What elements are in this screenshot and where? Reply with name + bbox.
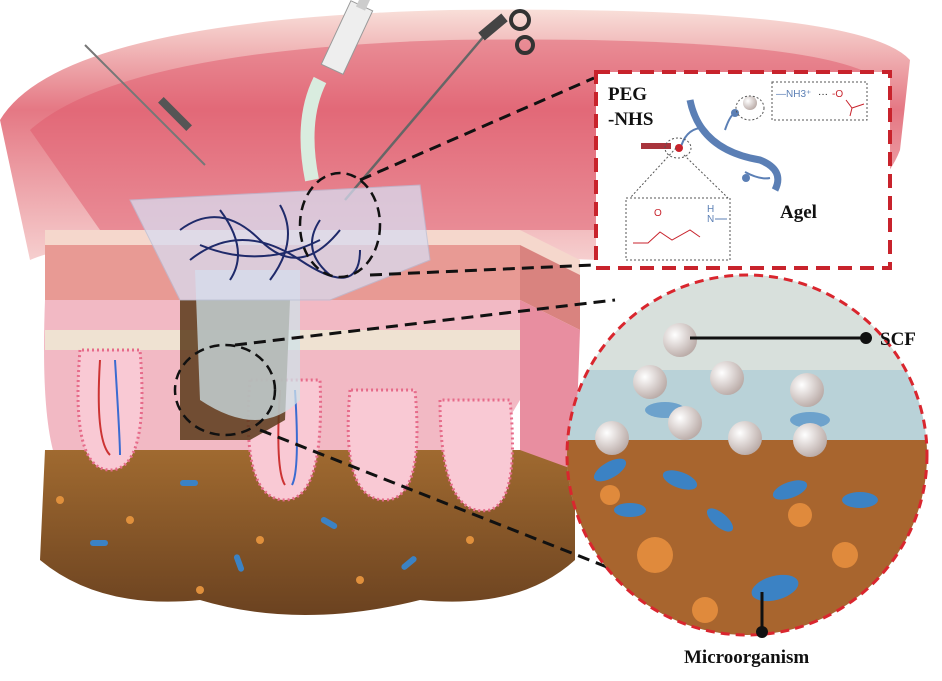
chemistry-inset: PEG -NHS Agel —NH3⁺ ··· -O O H N xyxy=(594,70,892,270)
zoom-region-gel xyxy=(298,171,382,279)
label-agel: Agel xyxy=(780,202,817,223)
grasper-handle-icon xyxy=(478,9,535,55)
oxygen-label: O xyxy=(654,208,662,219)
scf-particles xyxy=(595,323,827,457)
scf-pointer xyxy=(690,332,872,344)
scf-particle-inset xyxy=(743,96,757,110)
microorganisms-orange xyxy=(586,485,858,623)
grasper-instrument-right xyxy=(344,34,486,201)
label-scf: SCF xyxy=(880,329,916,350)
agel-polymer-chain xyxy=(686,99,782,192)
amide-n: N xyxy=(707,214,714,225)
laparoscopic-instrument-left xyxy=(84,44,206,166)
carboxylate-group: -O xyxy=(832,89,843,100)
amide-h: H xyxy=(707,204,714,215)
magnified-view-border xyxy=(565,273,929,637)
microorganism-pointer xyxy=(756,592,768,638)
skin-tissue-block xyxy=(40,230,580,615)
peg-chain xyxy=(641,143,671,149)
callout-lines xyxy=(234,76,641,582)
amine-group: —NH3⁺ xyxy=(776,89,811,100)
zoom-region-wound xyxy=(173,343,277,437)
syringe-icon xyxy=(320,0,374,76)
ionic-interaction: ··· xyxy=(818,89,828,100)
label-peg: PEG xyxy=(608,84,647,105)
injection-tube xyxy=(300,76,327,182)
label-microorganism: Microorganism xyxy=(684,647,809,668)
label-peg-nhs: -NHS xyxy=(608,109,653,130)
instrument-left-handle xyxy=(158,97,192,131)
